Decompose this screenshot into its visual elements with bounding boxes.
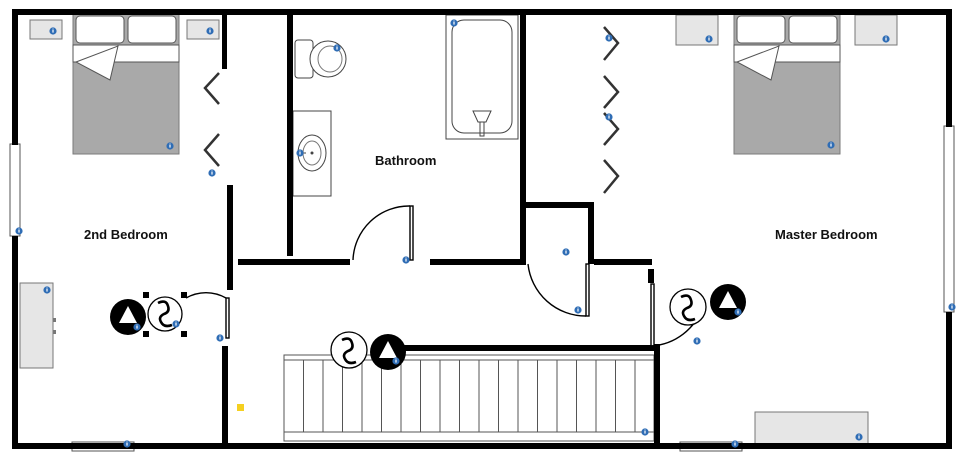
info-marker-icon[interactable] [206,27,214,35]
info-marker-icon[interactable] [49,27,57,35]
smoke-detector-icon[interactable] [110,299,146,335]
door-swing-icon[interactable] [185,291,230,339]
window-icon [943,125,955,313]
stairs-icon[interactable] [283,354,655,442]
smoke-detector-icon[interactable] [370,334,406,370]
toilet-icon[interactable] [294,39,347,79]
room-label-master-bedroom: Master Bedroom [775,227,878,242]
nightstand-icon[interactable] [854,14,898,46]
info-marker-icon[interactable] [15,227,23,235]
info-marker-icon[interactable] [605,113,613,121]
info-marker-icon[interactable] [208,169,216,177]
info-marker-icon[interactable] [731,440,739,448]
info-marker-icon[interactable] [450,19,458,27]
info-marker-icon[interactable] [562,248,570,256]
info-marker-icon[interactable] [705,35,713,43]
bifold-door-icon[interactable] [203,72,220,167]
nightstand-icon[interactable] [29,19,63,40]
bed-icon[interactable] [72,13,180,155]
bed-icon[interactable] [733,13,841,155]
door-swing-icon[interactable] [527,263,590,317]
info-marker-icon[interactable] [333,44,341,52]
bifold-door-icon[interactable] [603,26,620,194]
nightstand-icon[interactable] [186,19,220,40]
smoke-detector-icon[interactable] [710,284,746,320]
info-marker-icon[interactable] [948,303,956,311]
info-marker-icon[interactable] [172,320,180,328]
dresser-icon[interactable] [754,411,869,445]
info-marker-icon[interactable] [855,433,863,441]
note-marker-icon[interactable] [237,404,244,411]
info-marker-icon[interactable] [133,323,141,331]
info-marker-icon[interactable] [123,440,131,448]
info-marker-icon[interactable] [827,141,835,149]
info-marker-icon[interactable] [43,286,51,294]
room-label-bathroom: Bathroom [375,153,437,168]
info-marker-icon[interactable] [641,428,649,436]
info-marker-icon[interactable] [693,337,701,345]
window-icon [9,143,21,237]
info-marker-icon[interactable] [605,34,613,42]
info-marker-icon[interactable] [734,308,742,316]
room-label-second-bedroom: 2nd Bedroom [84,227,168,242]
info-marker-icon[interactable] [882,35,890,43]
info-marker-icon[interactable] [402,256,410,264]
bathtub-icon[interactable] [445,14,519,140]
ceiling-fan-icon[interactable] [669,288,707,326]
info-marker-icon[interactable] [574,306,582,314]
info-marker-icon[interactable] [392,357,400,365]
dresser-icon[interactable] [19,282,56,369]
walls [12,9,952,449]
door-swing-icon[interactable] [352,205,414,261]
ceiling-fan-icon[interactable] [330,331,368,369]
info-marker-icon[interactable] [166,142,174,150]
info-marker-icon[interactable] [216,334,224,342]
info-marker-icon[interactable] [296,149,304,157]
